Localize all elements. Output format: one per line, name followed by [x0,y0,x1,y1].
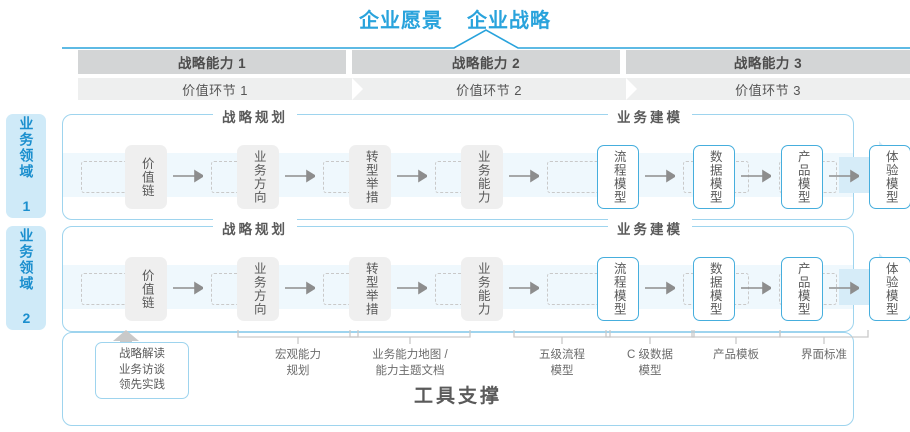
bracket-data-model [605,330,695,344]
value-bar-2[interactable]: 价值环节 2 [352,78,637,100]
step-label: 数据模型 [707,150,722,204]
step-box-business-capability-1[interactable]: 业务能力 [461,145,503,209]
tool-label-macro-capability: 宏观能力 规划 [275,349,321,377]
capability-value-bars: 战略能力 1 战略能力 2 战略能力 3 价值环节 1 价值环节 2 价值环节 … [78,50,910,100]
step-label: 业务方向 [251,262,266,316]
flow-arrow-icon-1 [173,281,203,295]
domain-row-2: 战略规划 业务建模 价值链 业务方向 转型举措 业务能力 流程模型 数据模型 产… [62,218,910,332]
step-box-transformation-2[interactable]: 转型举措 [349,257,391,321]
step-label: 业务能力 [475,150,490,204]
tool-label-process-model: 五级流程 模型 [539,349,585,377]
bracket-capability-map [349,330,471,344]
bracket-product-template [691,330,781,344]
bracket-ui-standard [779,330,869,344]
sidebar-item-domain-2-label: 业务领域 2 [18,228,35,328]
tool-label-ui-standard: 界面标准 [801,349,847,361]
value-bar-1[interactable]: 价值环节 1 [78,78,363,100]
flow-arrow-icon-5 [645,169,675,183]
tool-up-arrow-icon [113,330,139,350]
domain-row-1-section-title-2: 业务建模 [608,106,692,126]
step-box-business-direction-1[interactable]: 业务方向 [237,145,279,209]
value-bar-1-label: 价值环节 1 [182,82,248,98]
step-box-business-capability-2[interactable]: 业务能力 [461,257,503,321]
step-label: 产品模型 [795,262,810,316]
tool-support-title: 工具支撑 [413,386,502,407]
step-box-product-model-2[interactable]: 产品模型 [781,257,823,321]
tool-label-capability-map: 业务能力地图 / 能力主题文档 [372,349,448,377]
step-box-transformation-1[interactable]: 转型举措 [349,145,391,209]
step-label: 转型举措 [363,262,378,316]
flow-arrow-icon-5 [645,281,675,295]
step-label: 价值链 [139,268,154,310]
domain-row-2-track: 价值链 业务方向 转型举措 业务能力 流程模型 数据模型 产品模型 体验模型 [63,257,910,321]
bracket-macro-capability [237,330,359,344]
title-enterprise-strategy: 企业战略 [467,10,551,32]
flow-arrow-icon-7 [829,169,859,183]
step-label: 业务方向 [251,150,266,204]
flow-arrow-icon-6 [741,169,771,183]
step-box-business-direction-2[interactable]: 业务方向 [237,257,279,321]
domain-row-2-section-title-2: 业务建模 [608,218,692,238]
flow-arrow-icon-7 [829,281,859,295]
sidebar-item-domain-1-label: 业务领域 1 [18,116,35,216]
step-box-value-chain-2[interactable]: 价值链 [125,257,167,321]
tool-label-product-template: 产品模板 [713,349,759,361]
step-label: 价值链 [139,156,154,198]
value-bar-3-label: 价值环节 3 [735,82,801,98]
step-label: 流程模型 [611,150,626,204]
step-box-experience-model-2[interactable]: 体验模型 [869,257,910,321]
step-label: 转型举措 [363,150,378,204]
tool-chip-strategy-interpretation[interactable]: 战略解读 业务访谈 领先实践 [95,342,189,399]
capability-bar-1[interactable]: 战略能力 1 [78,50,346,74]
top-title-group: 企业愿景 企业战略 [0,4,910,33]
step-label: 业务能力 [475,262,490,316]
step-label: 产品模型 [795,150,810,204]
flow-arrow-icon-2 [285,169,315,183]
sidebar-item-domain-1[interactable]: 业务领域 1 [6,114,46,218]
flow-arrow-icon-3 [397,281,427,295]
domain-row-1-section-title-1: 战略规划 [213,106,297,126]
step-label: 体验模型 [883,262,898,316]
step-label: 体验模型 [883,150,898,204]
domain-row-1: 战略规划 业务建模 价值链 业务方向 转型举措 业务能力 流程模型 [62,106,910,220]
tool-label-data-model: C 级数据 模型 [627,349,673,377]
step-label: 数据模型 [707,262,722,316]
value-bar-2-label: 价值环节 2 [456,82,522,98]
domain-row-2-section-title-1: 战略规划 [213,218,297,238]
step-label: 流程模型 [611,262,626,316]
capability-bar-row: 战略能力 1 战略能力 2 战略能力 3 [78,50,910,74]
step-box-data-model-2[interactable]: 数据模型 [693,257,735,321]
flow-arrow-icon-1 [173,169,203,183]
value-bar-3[interactable]: 价值环节 3 [626,78,910,100]
value-bar-row: 价值环节 1 价值环节 2 价值环节 3 [78,78,910,100]
flow-arrow-icon-6 [741,281,771,295]
step-box-experience-model-1[interactable]: 体验模型 [869,145,910,209]
capability-bar-3[interactable]: 战略能力 3 [626,50,910,74]
flow-arrow-icon-2 [285,281,315,295]
flow-arrow-icon-3 [397,169,427,183]
bracket-process-model [513,330,611,344]
title-enterprise-vision: 企业愿景 [359,10,443,32]
tool-support-container: 工具支撑 [62,332,854,426]
flow-arrow-icon-4 [509,169,539,183]
vision-strategy-connector-line [62,29,910,49]
step-box-product-model-1[interactable]: 产品模型 [781,145,823,209]
value-bar-chevron-2 [626,78,637,100]
step-box-data-model-1[interactable]: 数据模型 [693,145,735,209]
sidebar-item-domain-2[interactable]: 业务领域 2 [6,226,46,330]
step-box-process-model-1[interactable]: 流程模型 [597,145,639,209]
capability-bar-2[interactable]: 战略能力 2 [352,50,620,74]
step-box-value-chain-1[interactable]: 价值链 [125,145,167,209]
flow-arrow-icon-4 [509,281,539,295]
value-bar-chevron-1 [352,78,363,100]
step-box-process-model-2[interactable]: 流程模型 [597,257,639,321]
domain-row-1-track: 价值链 业务方向 转型举措 业务能力 流程模型 数据模型 产品模型 体验模型 [63,145,910,209]
